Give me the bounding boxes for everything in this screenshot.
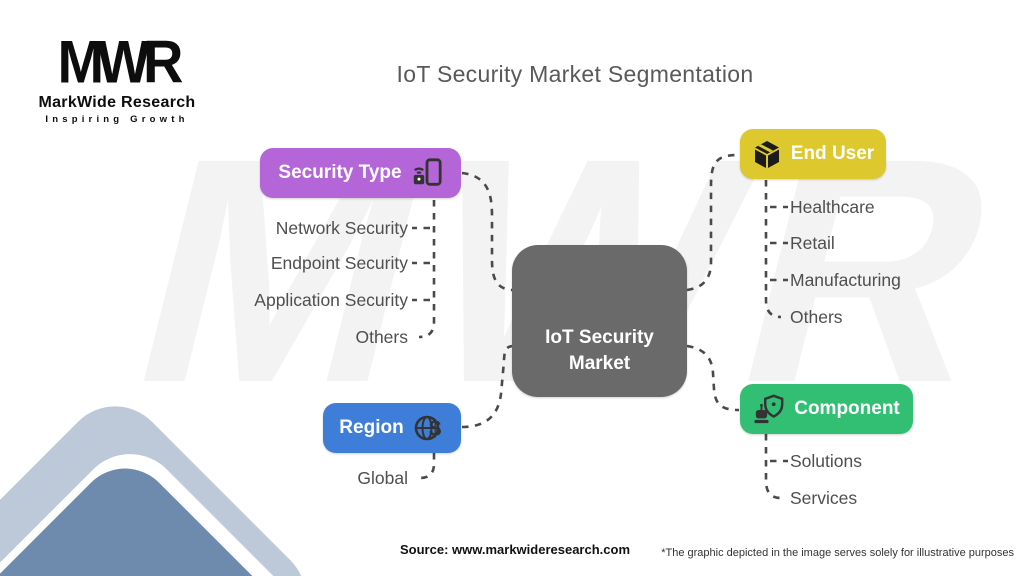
- spine-region: [419, 453, 436, 480]
- logo-company-name: MarkWide Research: [38, 94, 196, 111]
- center-node-label: IoT Security Market: [545, 326, 654, 374]
- segment-item-network-security: Network Security: [275, 218, 408, 238]
- branch-node-label: Region: [339, 417, 404, 438]
- package-cube-icon: [754, 141, 779, 168]
- branch-node-end-user: End User: [740, 129, 886, 179]
- segment-item-application-security: Application Security: [254, 290, 408, 310]
- segment-item-endpoint-security: Endpoint Security: [270, 253, 408, 273]
- segment-item-solutions: Solutions: [790, 451, 862, 471]
- center-node-iot-security-market: IoT Security Market: [512, 245, 687, 397]
- branch-node-label: Component: [794, 398, 900, 419]
- source-text: Source: www.markwideresearch.com: [400, 542, 631, 557]
- globe-dollar-icon: $: [414, 415, 441, 441]
- segment-item-global: Global: [357, 468, 408, 488]
- logo-tagline: Inspiring Growth: [45, 114, 189, 125]
- markwide-logo: MWR MarkWide Research Inspiring Growth: [32, 27, 202, 125]
- svg-text:$: $: [429, 416, 441, 441]
- branch-node-label: End User: [790, 143, 875, 164]
- page-title: IoT Security Market Segmentation: [396, 61, 754, 88]
- segment-item-healthcare: Healthcare: [790, 197, 875, 217]
- mobile-lock-icon: [413, 158, 442, 186]
- branch-node-region: Region $: [323, 403, 461, 453]
- segment-item-retail: Retail: [790, 233, 835, 253]
- branch-node-label: Security Type: [278, 162, 402, 183]
- segment-item-manufacturing: Manufacturing: [790, 270, 901, 290]
- segment-item-security-others: Others: [355, 327, 408, 347]
- disclaimer-text: *The graphic depicted in the image serve…: [661, 547, 1014, 559]
- shield-robot-icon: [754, 394, 784, 424]
- logo-monogram: MWR: [57, 27, 184, 96]
- branch-node-component: Component: [740, 384, 913, 434]
- segment-item-services: Services: [790, 488, 858, 508]
- branch-node-security-type: Security Type: [260, 148, 461, 198]
- segment-item-enduser-others: Others: [790, 307, 843, 327]
